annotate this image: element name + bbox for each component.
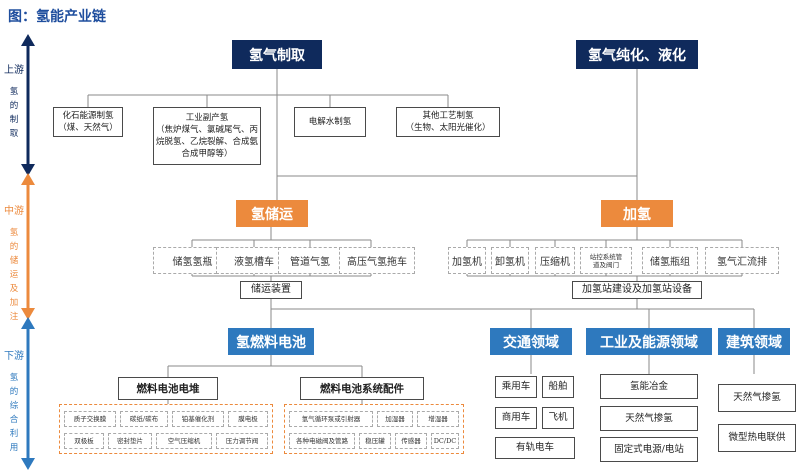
source-label: 工业副产氢 bbox=[185, 113, 229, 123]
transport-item: 有轨电车 bbox=[495, 437, 575, 459]
system-part: DC/DC bbox=[431, 433, 459, 449]
upstream-phase-desc: 氢的制取 bbox=[9, 87, 19, 139]
transport-item: 船舶 bbox=[542, 376, 574, 398]
storage-device-node: 储运装置 bbox=[240, 281, 302, 299]
refuel-item: 压缩机 bbox=[535, 247, 575, 274]
transport-item: 乘用车 bbox=[495, 376, 537, 398]
system-part: 传感器 bbox=[395, 433, 427, 449]
storage-item: 管道气氢 bbox=[278, 247, 342, 274]
refuel-item: 卸氢机 bbox=[491, 247, 529, 274]
fuel-cell-stack-node: 燃料电池电堆 bbox=[118, 377, 218, 400]
transport-sector-node: 交通领域 bbox=[490, 328, 572, 355]
refuel-item: 储氢瓶组 bbox=[642, 247, 698, 274]
midstream-phase-name: 中游 bbox=[4, 206, 24, 217]
building-item: 微型热电联供 bbox=[718, 424, 796, 452]
industry-item: 天然气掺氢 bbox=[600, 406, 698, 431]
fuel-cell-system-parts-node: 燃料电池系统配件 bbox=[300, 377, 424, 400]
midstream-phase-desc: 氢的储运及加注 bbox=[9, 228, 19, 322]
stack-part: 铂基催化剂 bbox=[172, 411, 224, 427]
hydrogen-storage-node: 氢储运 bbox=[236, 200, 308, 227]
downstream-phase-label: 下游 氢的综合利用 bbox=[4, 350, 24, 455]
electrolysis-node: 电解水制氢 bbox=[294, 107, 366, 137]
source-label: 电解水制氢 bbox=[308, 117, 352, 127]
stack-part: 密封垫片 bbox=[108, 433, 152, 449]
fossil-hydrogen-node: 化石能源制氢 （煤、天然气） bbox=[53, 107, 123, 137]
industry-item: 固定式电源/电站 bbox=[600, 437, 698, 462]
source-label: 化石能源制氢 bbox=[62, 111, 114, 121]
source-sub: （生物、太阳光催化） bbox=[405, 123, 491, 133]
system-part: 各种电磁阀及管路 bbox=[289, 433, 355, 449]
hydrogen-purification-node: 氢气纯化、液化 bbox=[576, 40, 698, 69]
industry-item: 氢能冶金 bbox=[600, 374, 698, 399]
industry-energy-sector-node: 工业及能源领域 bbox=[586, 328, 712, 355]
stack-part: 膜电极 bbox=[228, 411, 268, 427]
refuel-item: 站控系统管道及阀门 bbox=[580, 247, 632, 274]
stack-part: 压力调节阀 bbox=[216, 433, 268, 449]
page-title: 图：氢能产业链 bbox=[8, 9, 106, 25]
refuel-item: 氢气汇流排 bbox=[705, 247, 779, 274]
industrial-byproduct-node: 工业副产氢 （焦炉煤气、氯碱尾气、丙烷脱氢、乙烷裂解、合成氨合成甲醇等） bbox=[153, 107, 261, 165]
hydrogen-production-node: 氢气制取 bbox=[232, 40, 322, 69]
stack-components-group bbox=[59, 404, 273, 454]
source-sub: （煤、天然气） bbox=[58, 123, 118, 133]
downstream-phase-name: 下游 bbox=[4, 351, 24, 362]
midstream-phase-label: 中游 氢的储运及加注 bbox=[4, 205, 24, 324]
downstream-phase-desc: 氢的综合利用 bbox=[9, 373, 19, 453]
building-sector-node: 建筑领域 bbox=[718, 328, 790, 355]
system-part: 稳压罐 bbox=[359, 433, 391, 449]
upstream-phase-label: 上游 氢的制取 bbox=[4, 64, 24, 141]
transport-item: 飞机 bbox=[542, 407, 574, 429]
source-sub: （焦炉煤气、氯碱尾气、丙烷脱氢、乙烷裂解、合成氨合成甲醇等） bbox=[155, 125, 258, 159]
transport-item: 商用车 bbox=[495, 407, 537, 429]
system-part: 氢气循环泵或引射器 bbox=[289, 411, 373, 427]
refuel-item: 加氢机 bbox=[448, 247, 486, 274]
stack-part: 质子交换膜 bbox=[64, 411, 116, 427]
stack-part: 空气压缩机 bbox=[156, 433, 212, 449]
building-item: 天然气掺氢 bbox=[718, 384, 796, 412]
system-part: 加湿器 bbox=[377, 411, 413, 427]
fuel-cell-node: 氢燃料电池 bbox=[228, 328, 314, 355]
stack-part: 双极板 bbox=[64, 433, 104, 449]
system-part: 增湿器 bbox=[417, 411, 459, 427]
hydrogen-refuel-node: 加氢 bbox=[601, 200, 673, 227]
stack-part: 碳纸/碳布 bbox=[120, 411, 168, 427]
system-components-group bbox=[284, 404, 464, 454]
upstream-phase-name: 上游 bbox=[4, 65, 24, 76]
other-process-node: 其他工艺制氢 （生物、太阳光催化） bbox=[396, 107, 500, 137]
source-label: 其他工艺制氢 bbox=[422, 111, 474, 121]
refuel-station-node: 加氢站建设及加氢站设备 bbox=[572, 281, 702, 299]
storage-item: 高压气氢拖车 bbox=[339, 247, 415, 274]
